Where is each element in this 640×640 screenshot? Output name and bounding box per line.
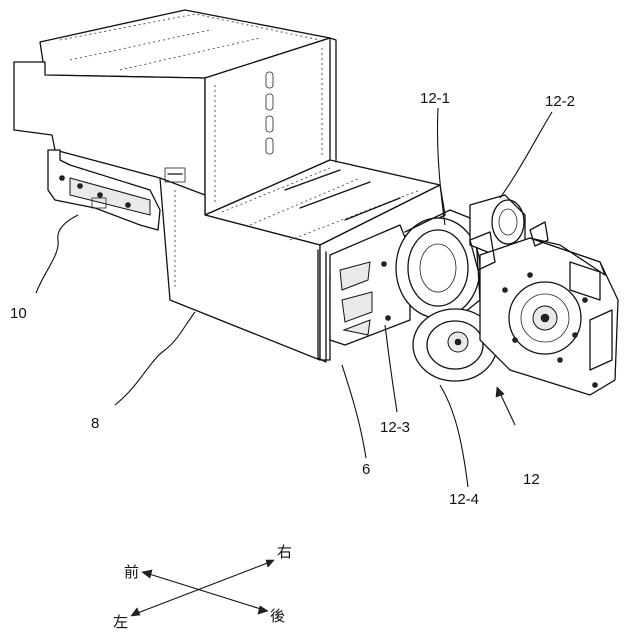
direction-front: 前 (124, 563, 139, 581)
label-8: 8 (91, 415, 99, 432)
label-12: 12 (523, 471, 540, 488)
direction-rear: 後 (270, 607, 285, 625)
label-12-1: 12-1 (420, 90, 450, 107)
gearbox-assembly (396, 195, 618, 395)
direction-left: 左 (113, 613, 128, 631)
label-12-2: 12-2 (545, 93, 575, 110)
label-12-3: 12-3 (380, 419, 410, 436)
label-6: 6 (362, 461, 370, 478)
label-10: 10 (10, 305, 27, 322)
label-12-4: 12-4 (449, 491, 479, 508)
direction-right: 右 (277, 543, 292, 561)
transmission-case (480, 238, 618, 395)
direction-indicator: 前 右 左 後 (113, 543, 292, 631)
